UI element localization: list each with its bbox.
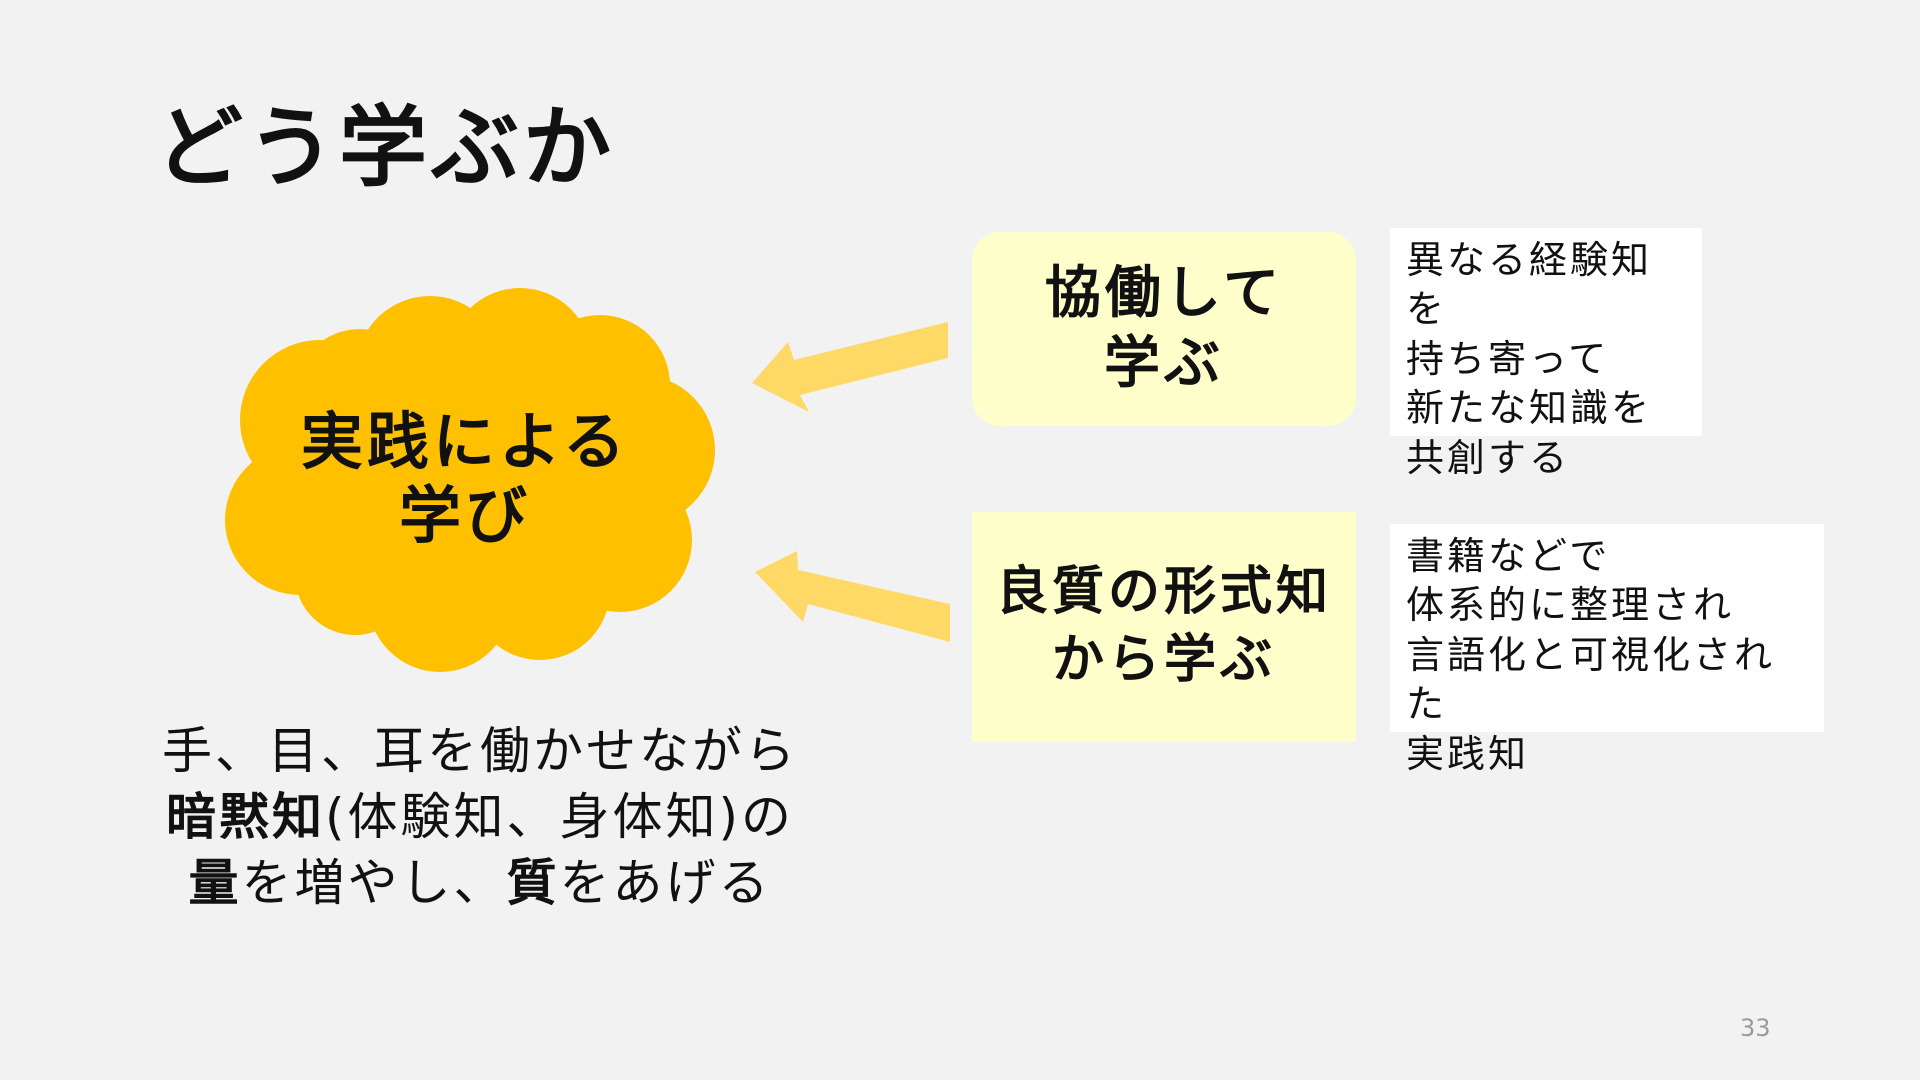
arrow-collab bbox=[752, 322, 948, 412]
tacit-knowledge-text: 手、目、耳を働かせながら 暗黙知(体験知、身体知)の 量を増やし、質をあげる bbox=[130, 718, 830, 916]
cloud-label-line1: 実践による bbox=[300, 405, 630, 478]
collab-learning-box: 協働して 学ぶ bbox=[972, 232, 1356, 426]
page-number: 33 bbox=[1740, 1014, 1771, 1042]
collab-note-line: 異なる経験知を bbox=[1406, 238, 1653, 332]
formal-note: 書籍などで 体系的に整理され 言語化と可視化された 実践知 bbox=[1390, 524, 1824, 776]
collab-note-line: 持ち寄って bbox=[1406, 336, 1610, 381]
bottom-line2: 暗黙知(体験知、身体知)の bbox=[130, 784, 830, 850]
collab-note-line: 共創する bbox=[1406, 435, 1571, 480]
formal-note-line: 言語化と可視化された bbox=[1406, 632, 1776, 727]
collab-note: 異なる経験知を 持ち寄って 新たな知識を 共創する bbox=[1390, 228, 1702, 480]
formal-note-line: 書籍などで bbox=[1406, 534, 1611, 578]
collab-box-line1: 協働して bbox=[1044, 261, 1284, 326]
bottom-line3-end: をあげる bbox=[559, 854, 772, 912]
bottom-line1: 手、目、耳を働かせながら bbox=[162, 722, 798, 780]
cloud-label-line2: 学び bbox=[398, 479, 531, 553]
bottom-bold-quality: 質 bbox=[506, 854, 560, 912]
formal-note-line: 体系的に整理され bbox=[1406, 583, 1735, 628]
bottom-line2-rest: (体験知、身体知)の bbox=[324, 788, 794, 846]
arrow-formal bbox=[755, 551, 950, 642]
formal-note-line: 実践知 bbox=[1406, 731, 1530, 776]
formal-box-line2: から学ぶ bbox=[1051, 630, 1276, 690]
collab-box-line2: 学ぶ bbox=[1104, 331, 1224, 396]
formal-box-line1: 良質の形式知 bbox=[995, 562, 1332, 623]
bottom-bold-tacit: 暗黙知 bbox=[165, 788, 325, 846]
bottom-bold-quantity: 量 bbox=[188, 854, 242, 912]
formal-knowledge-box: 良質の形式知 から学ぶ bbox=[972, 512, 1356, 742]
cloud-label: 実践による 学び bbox=[260, 405, 670, 554]
bottom-line3: 量を増やし、質をあげる bbox=[130, 850, 830, 916]
slide-title: どう学ぶか bbox=[155, 96, 616, 199]
cloud-shape bbox=[225, 288, 715, 672]
collab-note-line: 新たな知識を bbox=[1406, 386, 1653, 431]
bottom-line3-mid: を増やし、 bbox=[241, 854, 507, 912]
